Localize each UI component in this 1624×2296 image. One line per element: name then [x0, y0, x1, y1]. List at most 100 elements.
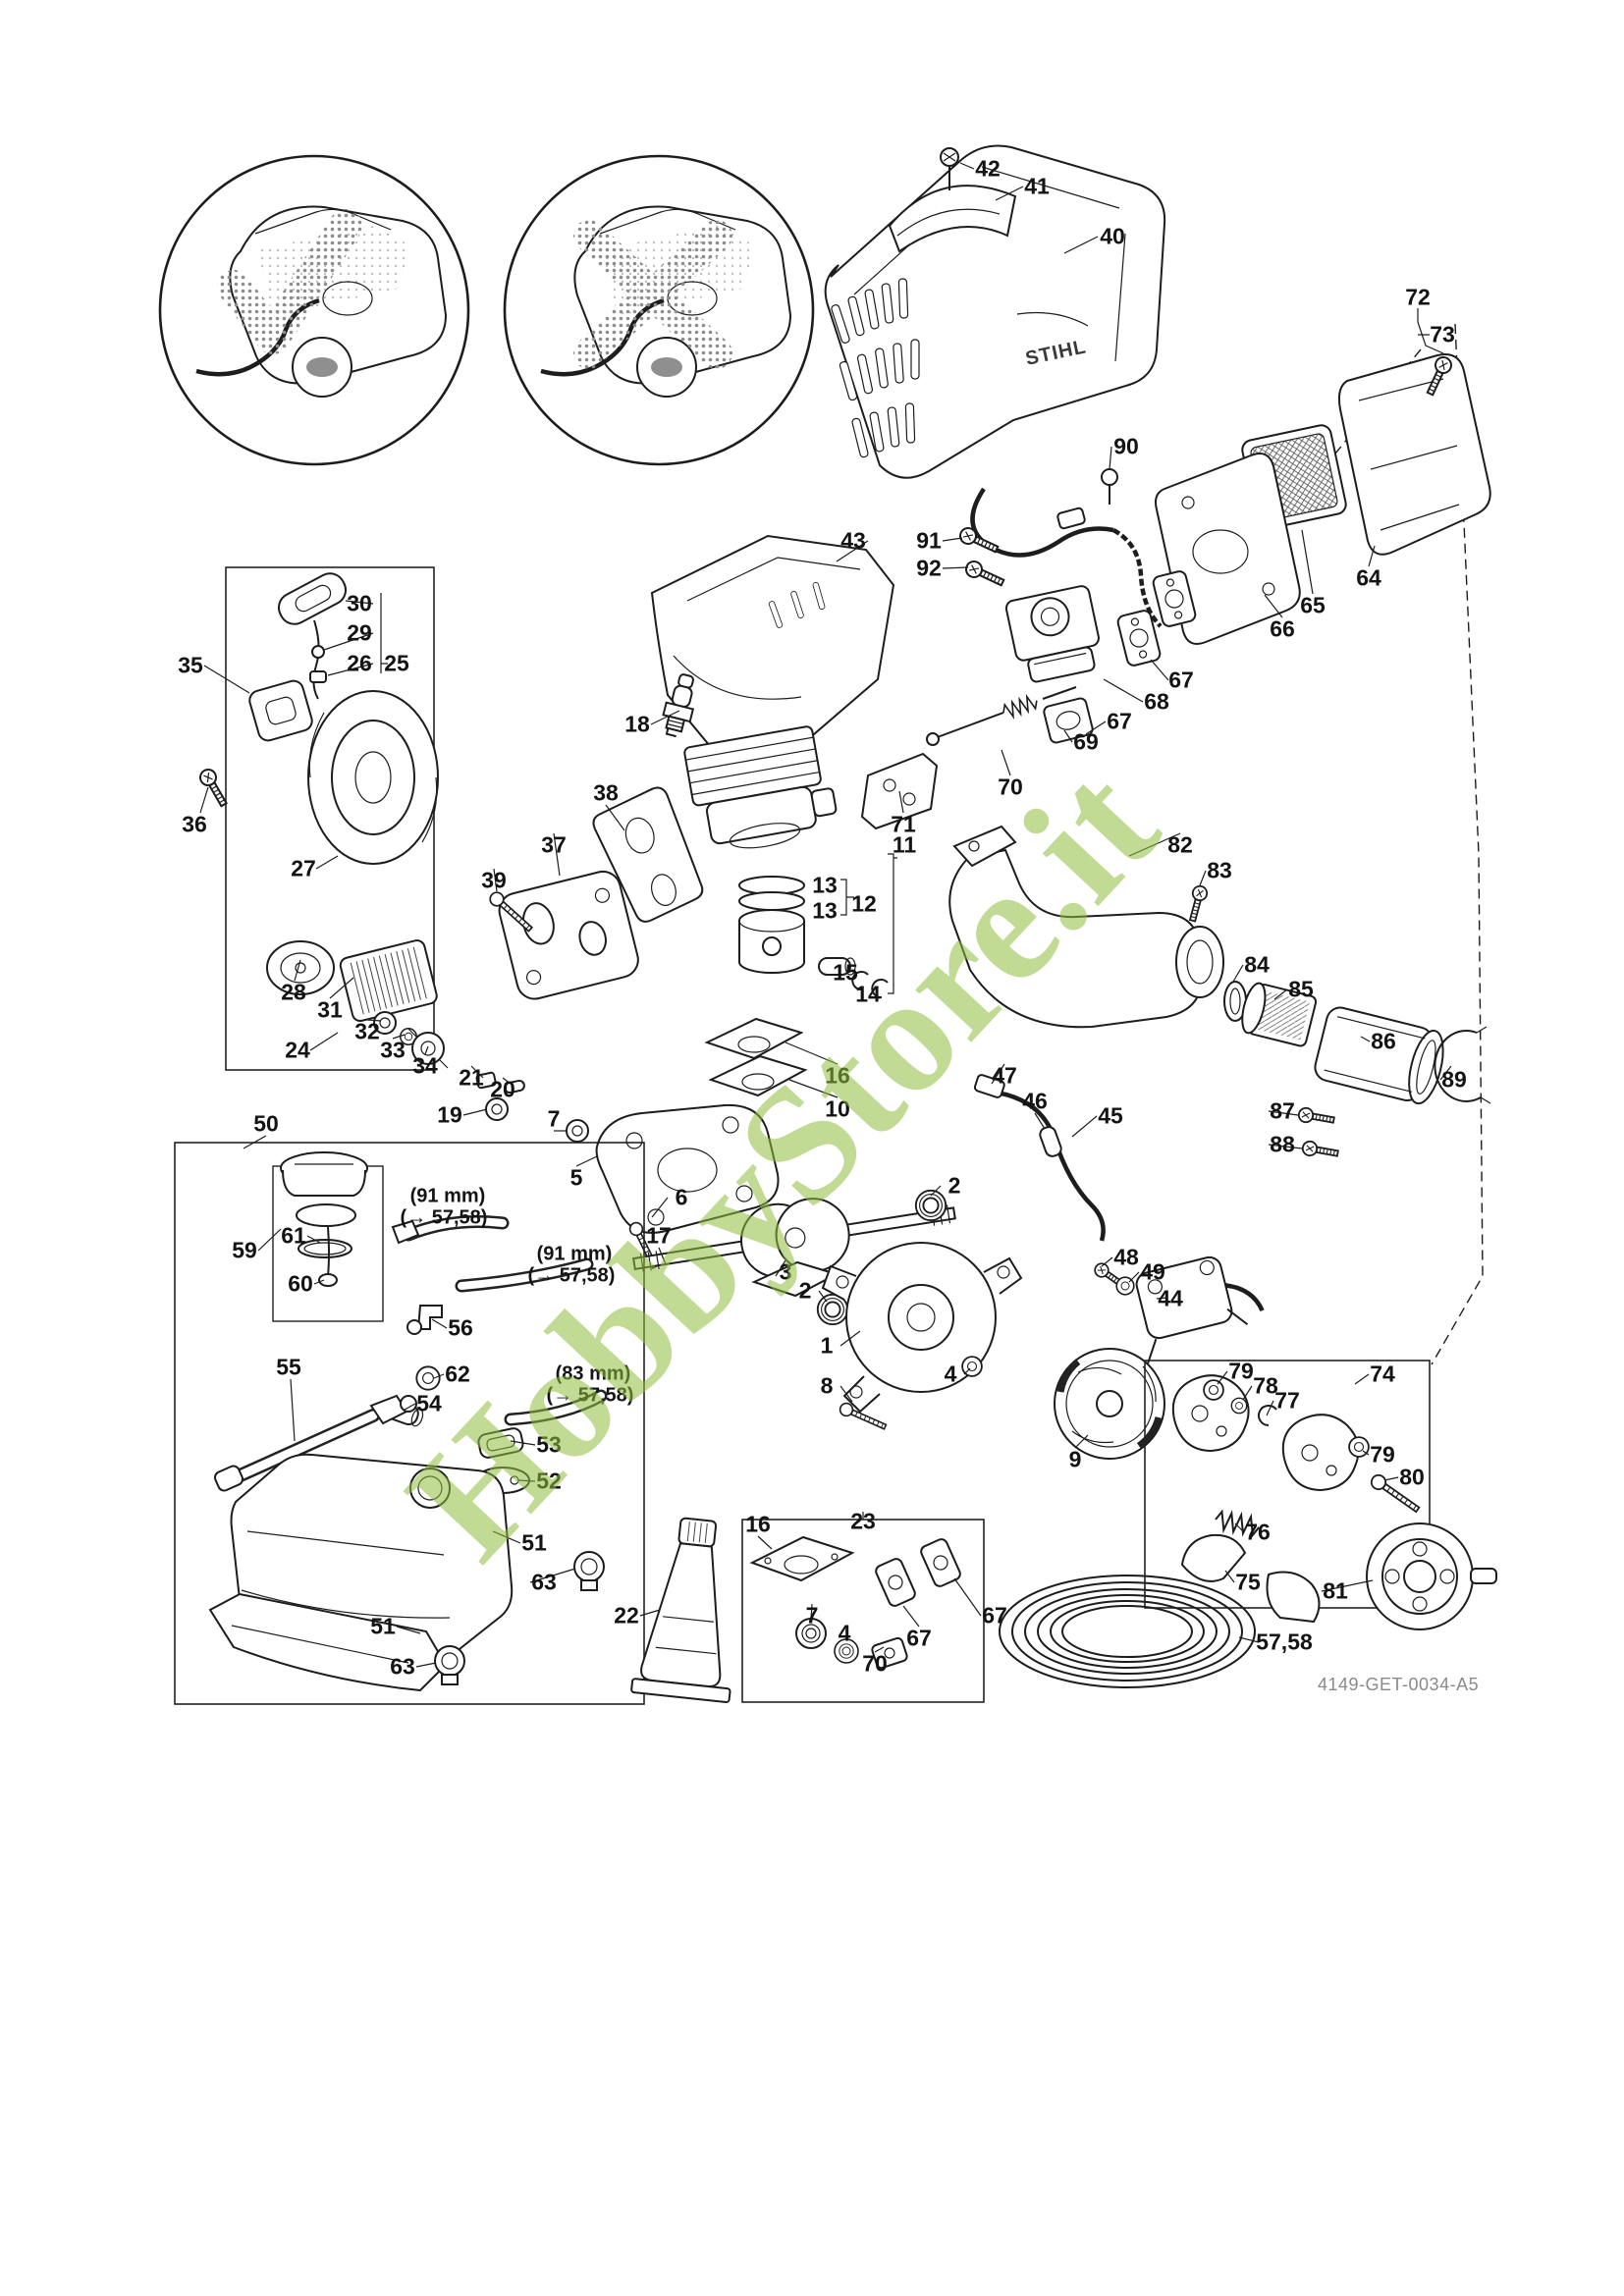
part-35-flange [248, 679, 313, 742]
x-mark-icon [573, 220, 732, 369]
part-69-spacer-flange [1043, 697, 1094, 744]
part-13-piston [738, 909, 805, 974]
part-number-label: 10 [825, 1095, 850, 1122]
part-number-label: 82 [1167, 831, 1193, 858]
part-number-label: 88 [1270, 1131, 1295, 1157]
part-27-starter-housing [307, 690, 439, 865]
dimension-note: (83 mm) [555, 1362, 631, 1385]
part-number-label: 70 [862, 1650, 888, 1677]
part-number-label: 23 [850, 1508, 876, 1534]
part-number-label: 33 [380, 1037, 406, 1063]
part-75-carrier-plate-a [1171, 1374, 1250, 1453]
part-number-label: 47 [992, 1062, 1017, 1089]
part-number-label: 55 [276, 1354, 301, 1380]
part-number-label: 16 [825, 1062, 850, 1089]
part-number-label: 77 [1274, 1387, 1300, 1414]
hose-91mm-a [391, 1215, 510, 1245]
part-81-clutch-drum [1366, 1522, 1497, 1630]
part-number-label: 62 [445, 1361, 470, 1387]
part-number-label: 76 [1245, 1519, 1271, 1545]
part-number-label: 4 [838, 1620, 851, 1646]
part-43-cylinder-shroud [650, 534, 895, 754]
part-number-label: 14 [855, 981, 881, 1007]
part-70-throttle-rod [926, 686, 1077, 746]
part-42-screw [940, 147, 959, 190]
part-5-crankcase-cover [595, 1103, 780, 1234]
part-number-label: 59 [232, 1237, 257, 1263]
inset-correct-installation [158, 154, 470, 466]
dimension-note: (91 mm) [409, 1185, 486, 1207]
part-number-label: 8 [820, 1372, 834, 1399]
part-number-label: 5 [569, 1164, 583, 1191]
part-10-heat-plate [708, 1054, 808, 1097]
part-number-label: 29 [347, 619, 372, 646]
part-number-label: 72 [1405, 284, 1431, 310]
part-number-label: 89 [1441, 1066, 1467, 1093]
hose-91mm-b [455, 1257, 594, 1293]
part-26-clip [309, 670, 327, 683]
part-47-connector [973, 1074, 1005, 1098]
part-57-58-starter-rope-coil [999, 1575, 1256, 1688]
part-number-label: 17 [646, 1222, 672, 1249]
part-53-pickup [477, 1427, 524, 1459]
part-number-label: 35 [178, 652, 203, 678]
part-number-label: 26 [347, 650, 372, 676]
part-34-carrier [407, 1028, 449, 1069]
inset-incorrect-installation [503, 154, 815, 466]
part-67-gasket-kit-b [920, 1538, 961, 1587]
part-51-fuel-tank [208, 1453, 514, 1692]
part-number-label: 31 [317, 996, 343, 1023]
part-29-rope-bushing [311, 645, 325, 659]
part-number-label: 91 [916, 527, 942, 554]
part-number-label: 63 [390, 1653, 415, 1680]
part-number-label: 2 [798, 1277, 812, 1304]
part-number-label: 1 [820, 1332, 834, 1359]
part-number-label: 34 [412, 1052, 438, 1079]
part-31-rewind-spring [339, 939, 438, 1022]
part-number-label: 66 [1270, 615, 1295, 642]
part-67-gasket-kit-a [875, 1558, 916, 1607]
part-number-label: 44 [1158, 1285, 1183, 1311]
grouping-brackets [380, 308, 1444, 994]
dimension-note: (91 mm) [536, 1243, 613, 1265]
part-30-starter-grip [277, 572, 348, 700]
part-number-label: 13 [812, 872, 838, 898]
part-number-label: 42 [975, 155, 1001, 182]
part-number-label: 27 [291, 855, 316, 881]
part-number-label: 48 [1113, 1244, 1139, 1270]
part-number-label: 61 [281, 1222, 306, 1249]
part-55-fuel-line [213, 1394, 417, 1492]
part-number-label: 37 [541, 831, 567, 858]
part-number-label: 39 [481, 867, 507, 893]
part-number-label: 6 [675, 1184, 688, 1210]
part-number-label: 54 [416, 1390, 442, 1416]
part-number-label: 69 [1073, 728, 1099, 755]
part-38-gasket-plate [592, 786, 704, 923]
part-number-label: 32 [354, 1018, 380, 1044]
part-number-label: 41 [1024, 173, 1050, 199]
part-46-boot [1039, 1126, 1062, 1157]
part-63-bushing-b [434, 1645, 465, 1685]
dimension-note: (→ 57,58) [400, 1206, 488, 1229]
part-44-ignition-module [1135, 1255, 1265, 1364]
part-number-label: 75 [1235, 1569, 1261, 1595]
part-number-label: 20 [490, 1076, 515, 1102]
leader-lines [199, 162, 1452, 1668]
part-number-label: 87 [1270, 1097, 1295, 1124]
dimension-note: (→ 57,58) [527, 1264, 616, 1287]
part-number-label: 60 [288, 1270, 313, 1297]
part-number-label: 43 [840, 527, 866, 554]
part-64-air-filter-cover [1337, 353, 1491, 556]
part-number-label: 22 [614, 1602, 639, 1629]
part-number-label: 79 [1228, 1358, 1254, 1384]
part-number-label: 13 [812, 897, 838, 924]
part-63-bushing-a [573, 1551, 605, 1591]
assembly-dash-line-2 [1431, 323, 1484, 1365]
part-16-cylinder-gasket [704, 1017, 804, 1060]
part-number-label: 67 [982, 1602, 1007, 1629]
part-number-label: 11 [892, 831, 917, 858]
part-45-throttle-cable [973, 1074, 1106, 1242]
part-89-clamp [1434, 1026, 1491, 1104]
